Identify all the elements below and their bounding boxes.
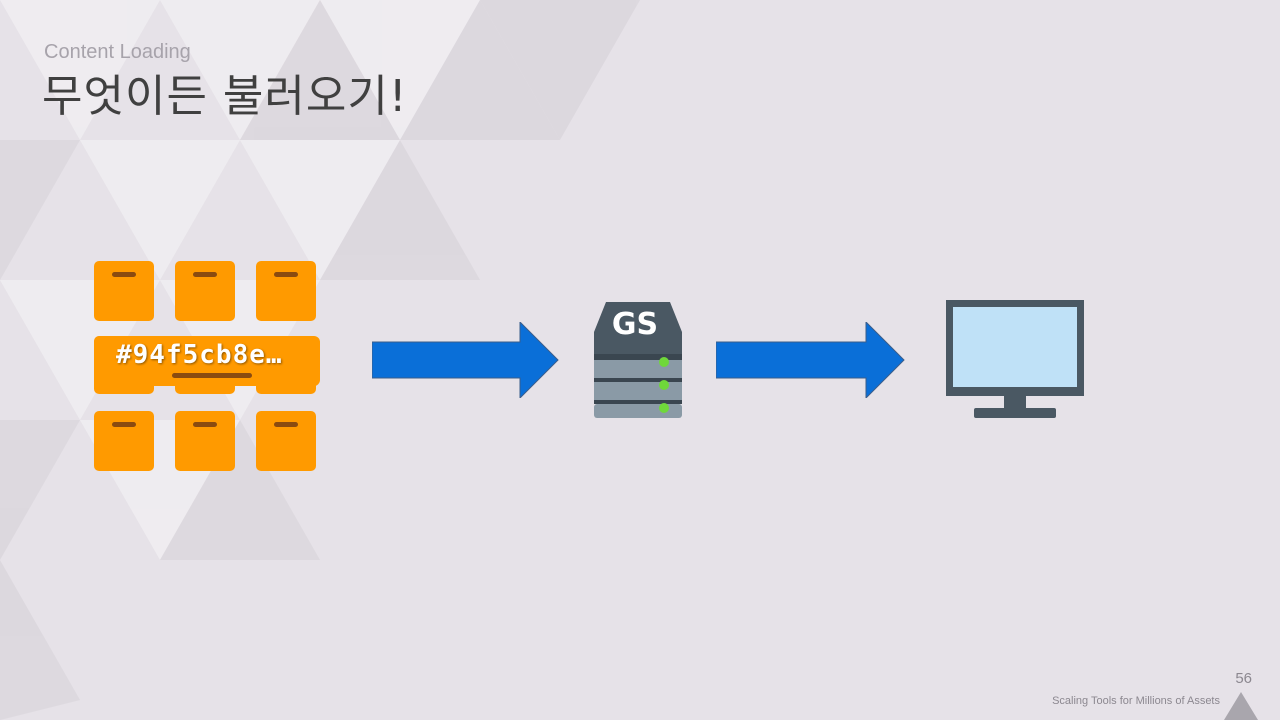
asset-box (94, 411, 154, 471)
monitor-icon (946, 300, 1084, 418)
corner-triangle-icon (1224, 692, 1258, 720)
asset-hash-label: #94f5cb8e… (116, 340, 283, 370)
asset-box (256, 411, 316, 471)
server-icon (594, 302, 682, 418)
footer-text: Scaling Tools for Millions of Assets (1052, 695, 1220, 707)
asset-box (175, 411, 235, 471)
asset-box (175, 261, 235, 321)
page-number: 56 (1235, 670, 1252, 687)
asset-box (94, 261, 154, 321)
asset-box (256, 261, 316, 321)
arrow-right-icon (372, 322, 559, 398)
server-label: GS (611, 307, 659, 342)
arrow-right-icon (716, 322, 905, 398)
slide-title: 무엇이든 불러오기! (42, 71, 408, 122)
hash-bar-handle (172, 373, 252, 378)
slide-subtitle: Content Loading (44, 41, 191, 63)
